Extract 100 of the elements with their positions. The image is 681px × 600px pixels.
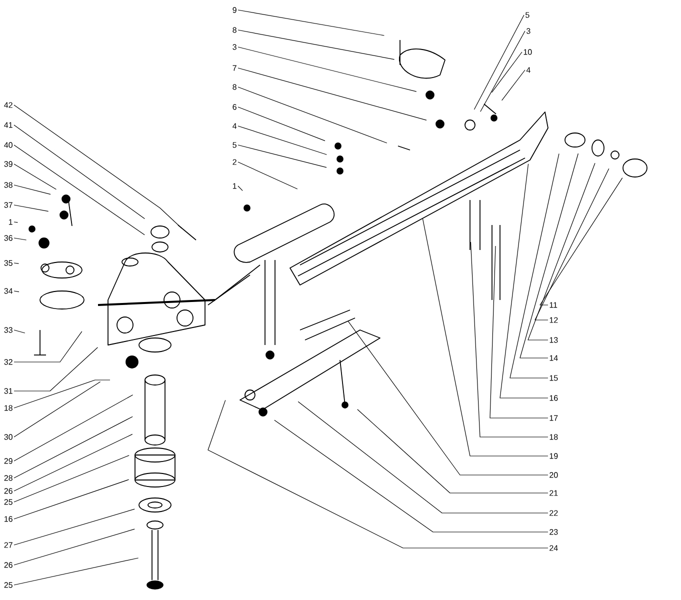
leader-line: [14, 381, 101, 438]
callout-number: 26: [4, 562, 12, 568]
callout-number: 40: [4, 142, 12, 148]
callout-number: 4: [526, 67, 530, 73]
leader-line: [14, 558, 139, 586]
callout-number: 3: [232, 44, 236, 50]
leader-line: [348, 321, 548, 476]
callout-number: 34: [4, 288, 13, 294]
callout-number: 18: [550, 434, 558, 440]
leader-line: [14, 124, 145, 219]
callout-number: 25: [4, 499, 12, 505]
leader-line: [14, 238, 27, 240]
callout-number: 8: [232, 27, 236, 33]
callout-number: 31: [4, 388, 12, 394]
leader-line: [422, 218, 548, 456]
callout-number: 25: [4, 582, 12, 588]
callout-number: 22: [550, 510, 558, 516]
leader-line: [520, 153, 578, 358]
callout-number: 35: [4, 260, 12, 266]
leader-line: [14, 528, 135, 566]
callout-number: 19: [550, 453, 558, 459]
callout-number: 38: [4, 182, 12, 188]
callout-number: 3: [526, 28, 530, 34]
leader-line: [14, 330, 26, 334]
leader-line: [14, 164, 56, 190]
callout-number: 18: [4, 405, 12, 411]
leader-line: [14, 479, 130, 520]
callout-number: 5: [526, 12, 530, 18]
callout-number: 24: [550, 545, 558, 551]
leader-line: [14, 262, 19, 264]
leader-line: [208, 400, 548, 548]
leader-line: [528, 162, 596, 340]
leader-line: [14, 104, 182, 229]
callout-number: 2: [232, 159, 236, 165]
callout-number: 33: [4, 327, 12, 333]
callout-number: 23: [550, 529, 558, 535]
leader-line: [238, 144, 327, 168]
leader-line: [14, 222, 18, 223]
callout-number: 28: [4, 475, 12, 481]
callout-number: 10: [524, 49, 532, 55]
callout-number: 32: [4, 359, 12, 365]
leader-line: [14, 394, 134, 462]
leader-line: [274, 420, 548, 532]
leader-line: [238, 68, 427, 120]
callout-number: 13: [550, 337, 558, 343]
callout-number: 36: [4, 235, 12, 241]
leader-line: [14, 380, 110, 408]
leader-line: [14, 184, 51, 195]
leader-line: [14, 144, 145, 236]
callout-number: 16: [550, 395, 558, 401]
callout-number: 39: [4, 161, 12, 167]
leader-line: [540, 178, 623, 306]
leader-line: [238, 30, 395, 60]
callout-number: 6: [232, 104, 236, 110]
callout-number: 27: [4, 542, 12, 548]
leader-line: [238, 126, 327, 155]
leader-line: [500, 164, 548, 398]
callout-number: 26: [4, 488, 12, 494]
leader-line: [480, 30, 526, 112]
leader-line: [238, 162, 298, 190]
leader-line: [502, 70, 526, 101]
leader-line: [238, 46, 417, 92]
leader-line: [14, 290, 20, 292]
callout-number: 29: [4, 458, 12, 464]
leader-line: [492, 52, 522, 93]
callout-number: 12: [550, 317, 558, 323]
leader-line: [510, 153, 560, 378]
leader-line: [14, 204, 49, 212]
callout-number: 4: [232, 123, 237, 129]
callout-number: 5: [232, 142, 236, 148]
callout-number: 1: [8, 219, 12, 225]
callout-number: 30: [4, 434, 12, 440]
leader-line: [238, 86, 388, 144]
leader-line: [14, 416, 133, 478]
callout-number: 14: [550, 355, 558, 361]
callout-number: 20: [550, 472, 558, 478]
callout-number: 37: [4, 202, 12, 208]
callout-number: 42: [4, 102, 12, 108]
callout-number: 11: [550, 302, 558, 308]
leader-line: [357, 409, 548, 494]
leader-line: [490, 246, 548, 418]
callout-number: 15: [550, 375, 558, 381]
callout-number: 16: [4, 516, 12, 522]
leader-line: [14, 347, 98, 392]
leader-line: [238, 10, 384, 36]
leader-line: [238, 106, 326, 142]
leader-line: [14, 508, 135, 546]
leader-line: [238, 186, 243, 191]
leader-line: [474, 14, 524, 110]
leader-line: [470, 242, 548, 438]
callout-number: 41: [4, 122, 12, 128]
leader-line: [14, 455, 130, 502]
callout-number: 21: [550, 490, 558, 496]
callout-number: 1: [232, 183, 236, 189]
callout-number: 7: [232, 65, 236, 71]
callout-number: 17: [550, 415, 558, 421]
leader-line: [14, 331, 82, 362]
callout-number: 8: [232, 84, 236, 90]
leader-line: [298, 401, 548, 514]
callout-number: 9: [232, 7, 236, 13]
